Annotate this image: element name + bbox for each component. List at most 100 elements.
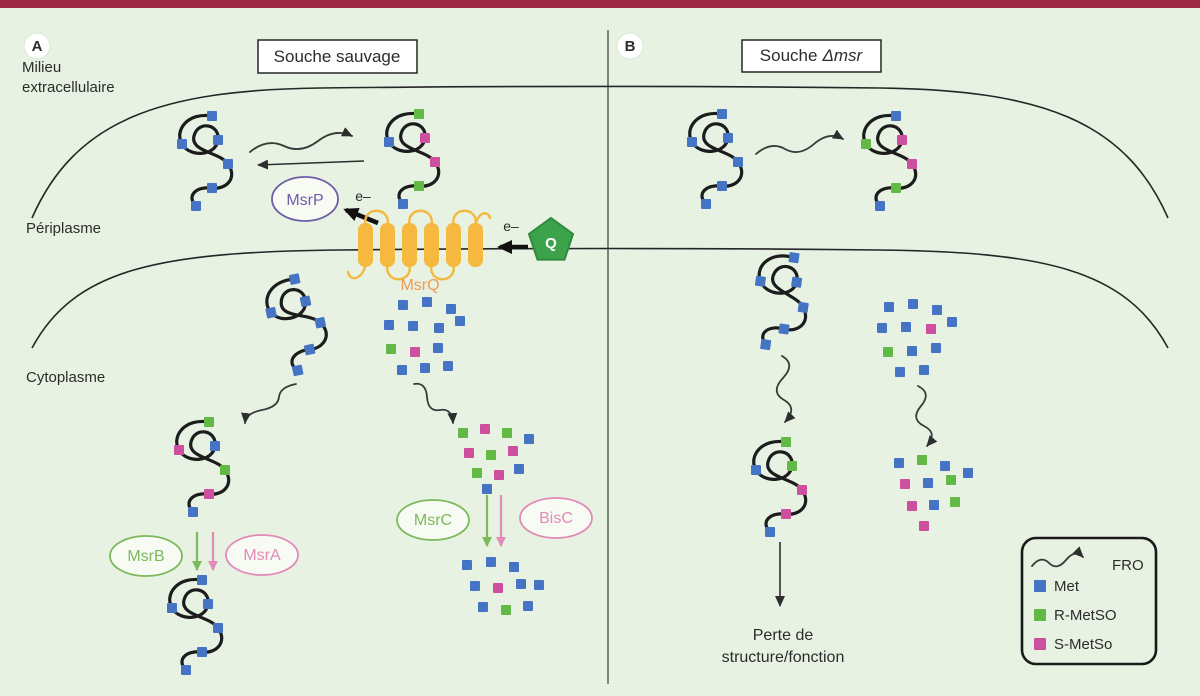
met-square <box>514 464 524 474</box>
s-metso-square <box>900 479 910 489</box>
met-square <box>877 323 887 333</box>
protein-reduced-a-periplasm <box>177 111 234 211</box>
protein-oxidized-b-periplasm <box>861 111 918 211</box>
met-square <box>181 665 191 675</box>
msrq-helix <box>380 223 395 267</box>
panel-b-badge-circle <box>616 32 644 60</box>
met-pool-reduced-a <box>384 297 465 375</box>
met-square <box>875 201 885 211</box>
protein-backbone <box>747 251 816 352</box>
s-metso-square <box>508 446 518 456</box>
msrp-label: MsrP <box>286 192 323 209</box>
s-metso-square <box>493 583 503 593</box>
outcome-label-line1: Perte de <box>753 627 814 644</box>
met-square <box>197 647 207 657</box>
met-square <box>923 478 933 488</box>
fro-oxidation-arrow-a-cytoplasm <box>241 383 297 424</box>
r-metso-square <box>946 475 956 485</box>
met-square <box>188 507 198 517</box>
fro-oxidation-arrow-a-periplasm <box>249 127 353 153</box>
met-square <box>516 579 526 589</box>
msrb-enzyme-ellipse <box>109 535 183 577</box>
met-square <box>723 133 733 143</box>
quinone-pentagon <box>527 216 575 261</box>
msrp-reduction-arrow <box>257 159 365 170</box>
r-metso-square <box>781 437 791 447</box>
met-square <box>908 299 918 309</box>
met-square <box>207 183 217 193</box>
legend-label-r-metso: R-MetSO <box>1054 607 1117 624</box>
met-square <box>907 346 917 356</box>
legend-label-met: Met <box>1054 578 1080 595</box>
s-metso-square <box>897 135 907 145</box>
panel-a-title: Souche sauvage <box>274 47 401 66</box>
met-square <box>443 361 453 371</box>
msrq-helix <box>402 223 417 267</box>
met-square <box>478 602 488 612</box>
msrb-label: MsrB <box>127 548 164 565</box>
panel-a-badge-letter: A <box>32 38 43 55</box>
met-square <box>223 159 233 169</box>
r-metso-square <box>220 465 230 475</box>
met-square <box>947 317 957 327</box>
met-square <box>523 601 533 611</box>
met-square <box>384 320 394 330</box>
r-metso-square <box>204 417 214 427</box>
met-square <box>167 603 177 613</box>
r-metso-square <box>502 428 512 438</box>
msrq-loop <box>430 263 455 281</box>
met-square <box>455 316 465 326</box>
met-square <box>534 580 544 590</box>
met-square <box>299 295 312 308</box>
bisc-enzyme-ellipse <box>519 497 593 539</box>
met-square <box>210 441 220 451</box>
met-square <box>291 364 304 377</box>
met-square <box>797 301 809 313</box>
region-label-extracellular-line2: extracellulaire <box>22 79 115 96</box>
met-square <box>398 199 408 209</box>
met-square <box>751 465 761 475</box>
panel-a-title-box <box>257 39 418 74</box>
panel-b-title-gene: Δmsr <box>821 46 863 65</box>
s-metso-square <box>430 157 440 167</box>
r-metso-square-icon <box>1034 609 1046 621</box>
met-square <box>470 581 480 591</box>
legend-box <box>1020 536 1158 666</box>
protein-reduced-b-periplasm <box>687 109 744 209</box>
msr-cytoplasm-enzymes-proteins: MsrB MsrA <box>109 532 299 577</box>
met-square <box>891 111 901 121</box>
met-square <box>420 363 430 373</box>
region-labels: Milieu extracellulaire Périplasme Cytopl… <box>22 59 115 386</box>
r-metso-square <box>787 461 797 471</box>
met-square <box>687 137 697 147</box>
met-square <box>733 157 743 167</box>
msrq-tail <box>346 263 367 280</box>
pool-enzymes: MsrC BisC <box>396 495 593 547</box>
msrc-label: MsrC <box>414 512 452 529</box>
region-label-extracellular-line1: Milieu <box>22 59 61 76</box>
msra-enzyme-ellipse <box>225 534 299 576</box>
panel-a-badge-circle <box>23 32 51 60</box>
met-square <box>384 137 394 147</box>
met-square <box>788 252 800 264</box>
r-metso-square <box>386 344 396 354</box>
s-metso-square <box>464 448 474 458</box>
msrq-loop <box>386 263 411 281</box>
msrq-loop <box>364 209 389 227</box>
met-square <box>191 201 201 211</box>
met-square <box>760 339 772 351</box>
maroon-top-bar <box>0 0 1200 8</box>
msrq-label: MsrQ <box>400 277 439 294</box>
s-metso-square <box>919 521 929 531</box>
met-square <box>213 623 223 633</box>
fro-oxidation-arrow-a-pool <box>413 382 458 424</box>
met-square <box>303 343 316 356</box>
met-square <box>207 111 217 121</box>
met-square <box>422 297 432 307</box>
met-square <box>895 367 905 377</box>
r-metso-square <box>486 450 496 460</box>
met-square <box>509 562 519 572</box>
met-square <box>940 461 950 471</box>
